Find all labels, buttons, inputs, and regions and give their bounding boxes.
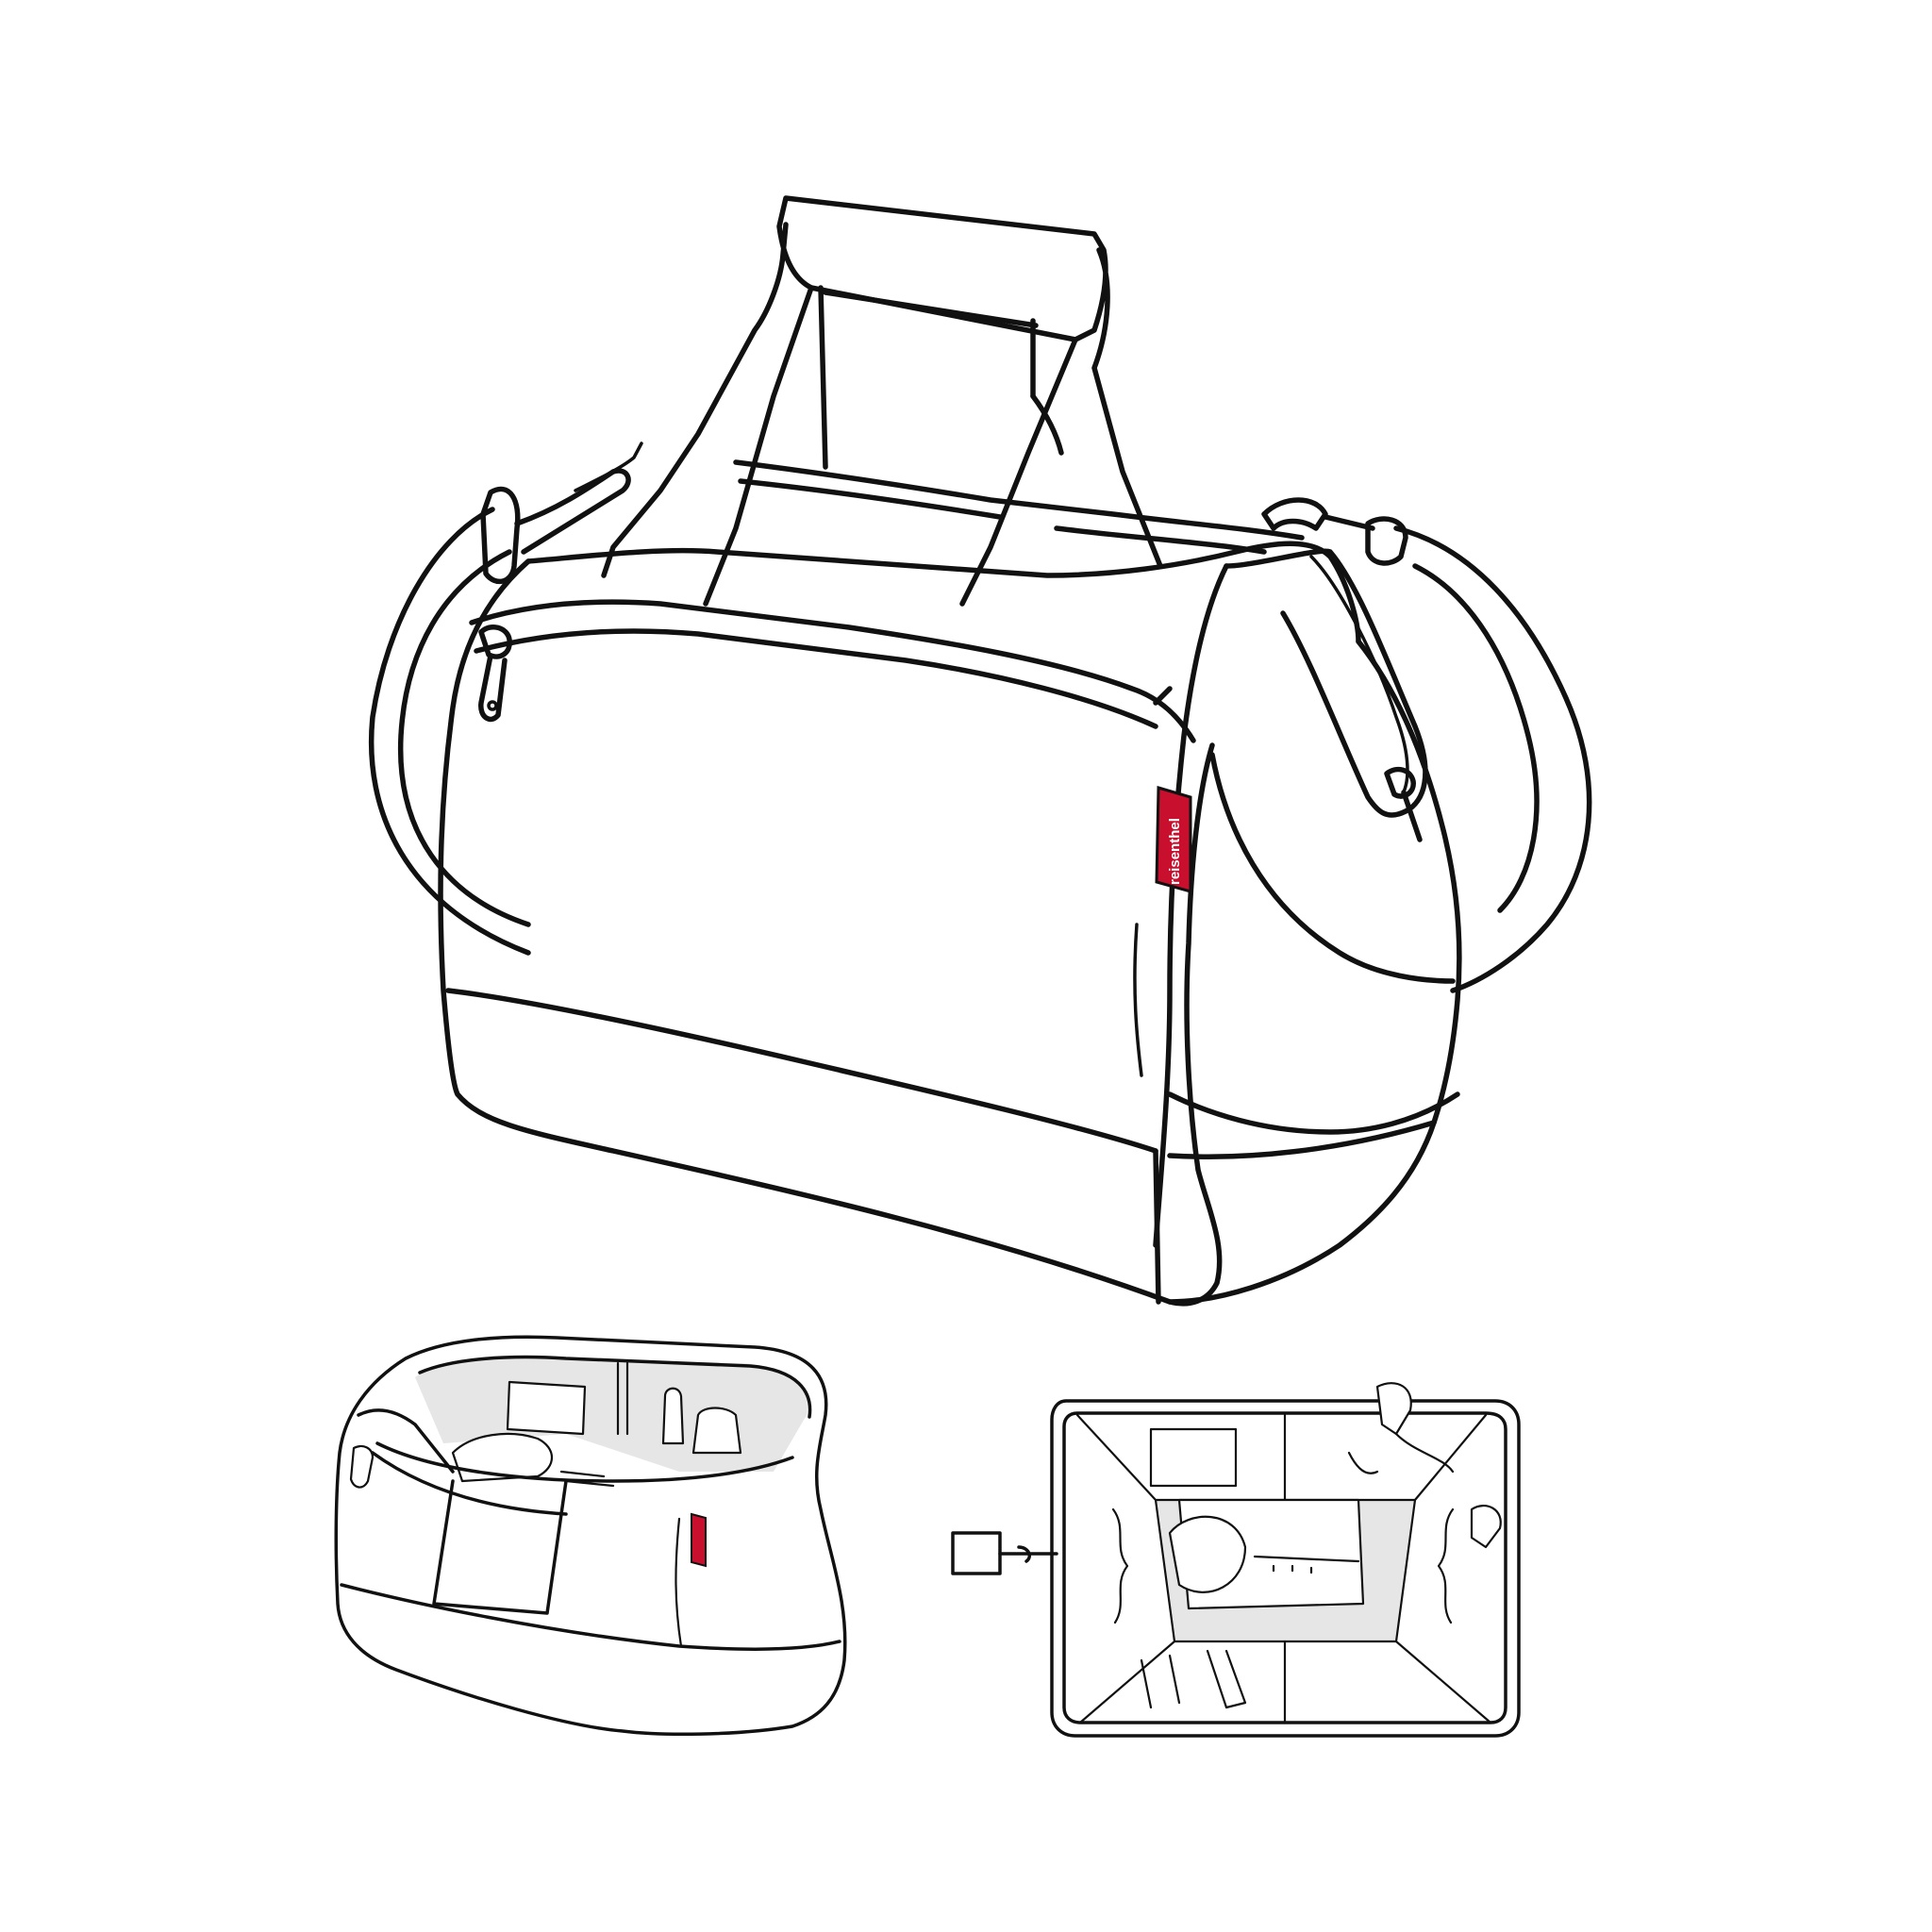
- open-bag-side-flap: [357, 1408, 455, 1474]
- brand-label: reisenthel: [1155, 786, 1192, 893]
- carry-handle: [601, 195, 1163, 607]
- open-bag-side-view: [334, 1335, 847, 1737]
- top-view-hairdryer: [1375, 1382, 1412, 1436]
- side-zipper-pull: [1384, 766, 1423, 842]
- top-view-zipper-pull: [998, 1545, 1058, 1563]
- top-view-book: [1149, 1427, 1238, 1488]
- top-view-walls: [1075, 1413, 1492, 1724]
- top-view-zipper-tab: [951, 1531, 1002, 1575]
- open-bag-front-zipper: [371, 1451, 568, 1516]
- side-zipper-panel: [1224, 548, 1428, 818]
- top-zipper-back: [733, 459, 1305, 541]
- top-view-pleat-right: [1437, 1507, 1455, 1624]
- open-bag-corner: [675, 1517, 683, 1648]
- front-base-seam: [445, 988, 1158, 1154]
- top-zipper-back-line: [738, 478, 1003, 520]
- brand-label-tag: [1155, 786, 1192, 893]
- front-zipper-pull: [478, 624, 512, 723]
- top-view-shirt-buttons: [1253, 1555, 1360, 1574]
- front-panel: [438, 558, 1223, 1307]
- front-pocket-zipper-line: [474, 628, 1158, 729]
- top-view-pleat-left: [1111, 1507, 1129, 1624]
- main-bag: reisenthel: [368, 195, 1592, 1307]
- top-zipper-back-line-2: [1054, 525, 1267, 555]
- open-bag-base-seam: [340, 1583, 841, 1652]
- front-zipper-pull-hole: [487, 700, 498, 711]
- open-bag-brand-tag: [691, 1512, 707, 1568]
- strap-clip-left: [480, 486, 521, 585]
- carry-handle-back: [818, 285, 1039, 470]
- side-zipper-track: [1309, 555, 1409, 799]
- top-view-cable: [1347, 1432, 1455, 1474]
- open-bag-front-edge: [375, 1441, 794, 1483]
- top-view-cap: [1168, 1515, 1247, 1593]
- carry-handle-inner: [1030, 393, 1064, 456]
- strap-connector-left: [514, 468, 631, 555]
- bag-side-right: [1153, 563, 1462, 1305]
- side-base-seam: [1167, 1120, 1437, 1159]
- front-pocket-zipper-end: [1153, 686, 1173, 706]
- top-view-spray: [1470, 1504, 1502, 1549]
- open-bag-bottle-2: [691, 1407, 742, 1455]
- open-bag-divider: [616, 1361, 629, 1436]
- bag-side-base-line: [1167, 1091, 1460, 1135]
- strap-buckle-right: [1365, 516, 1408, 566]
- open-bag-book: [506, 1380, 587, 1436]
- top-view-outline: [1050, 1399, 1521, 1738]
- open-bag-handle: [432, 1479, 568, 1615]
- open-bag-outline: [334, 1335, 847, 1737]
- open-bag-top-view: [951, 1382, 1521, 1738]
- front-corner-seam: [1153, 1148, 1161, 1305]
- open-bag-bottle-1: [661, 1387, 685, 1445]
- open-bag-shoe: [451, 1432, 553, 1483]
- bag-side-crease: [1133, 923, 1143, 1077]
- bag-side-curve: [1209, 752, 1456, 984]
- brand-label-text: reisenthel: [1167, 818, 1183, 885]
- open-bag-zipper-pull: [349, 1444, 375, 1489]
- front-pocket-zipper: [469, 599, 1196, 743]
- strap-connector-right: [1323, 514, 1375, 531]
- strap-clip-right: [1261, 497, 1328, 531]
- top-frame: [525, 541, 1361, 644]
- top-view-toiletries: [1140, 1649, 1247, 1709]
- open-bag-rim: [418, 1355, 812, 1419]
- strap-connector-left-line: [574, 441, 643, 492]
- shoulder-strap-right: [1393, 525, 1592, 993]
